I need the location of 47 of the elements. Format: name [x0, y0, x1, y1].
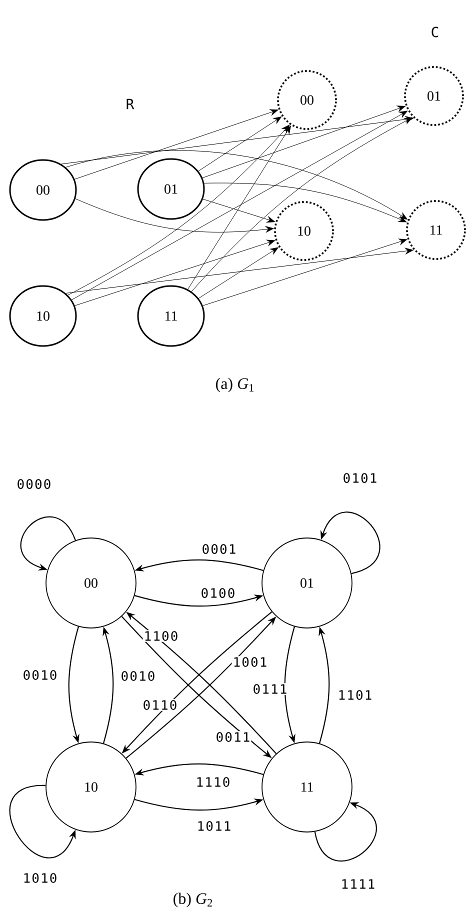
arrow	[188, 126, 291, 290]
edge-label: 0110	[142, 699, 178, 711]
edge-label: 0101	[342, 472, 378, 484]
dotted-circle-node: 11	[406, 200, 466, 260]
edge-label: 0001	[200, 543, 238, 555]
set-label: C	[432, 26, 438, 38]
arrow	[202, 198, 276, 223]
edge-label: 0000	[16, 478, 52, 490]
set-label: R	[126, 98, 134, 110]
ellipse-node: 10	[9, 285, 77, 347]
ellipse-node: 01	[137, 158, 205, 220]
ellipse-node: 11	[137, 285, 205, 347]
arrow	[74, 109, 278, 180]
dotted-circle-node: 10	[274, 201, 334, 261]
arrow	[202, 106, 406, 178]
arrow	[191, 117, 412, 292]
edge-label: 0010	[120, 670, 156, 682]
arrow	[75, 198, 274, 232]
caption: (a) G$_{1}$	[216, 378, 254, 392]
arrow	[20, 516, 76, 570]
arrow	[204, 182, 407, 222]
arrow	[71, 110, 408, 300]
arrow	[74, 240, 276, 306]
arrow	[9, 784, 76, 858]
dotted-circle-node: 01	[404, 66, 464, 126]
edge-label: 0100	[200, 587, 236, 599]
dotted-circle-node: 00	[277, 70, 337, 130]
edge-label: 1010	[22, 872, 58, 884]
caption: (b) G$_{2}$	[174, 892, 212, 908]
edge-label: 0111	[252, 683, 288, 695]
edge-label: 0010	[22, 669, 58, 681]
arrow	[202, 238, 408, 306]
ellipse-node: 00	[9, 159, 77, 221]
edge-label: 1100	[142, 630, 180, 642]
edge-label: 1111	[340, 878, 376, 890]
arrow	[314, 802, 377, 862]
edge-label: 1110	[194, 776, 232, 788]
arrow	[68, 124, 290, 296]
arrow	[65, 248, 414, 294]
edge-label: 0011	[214, 731, 252, 743]
arrow	[198, 116, 282, 172]
edge-label: 1011	[196, 820, 232, 832]
edge-label: 1101	[336, 689, 374, 701]
arrow	[65, 150, 408, 220]
arrow	[60, 116, 414, 164]
arrow	[198, 247, 278, 299]
edge-label: 1001	[232, 656, 268, 668]
